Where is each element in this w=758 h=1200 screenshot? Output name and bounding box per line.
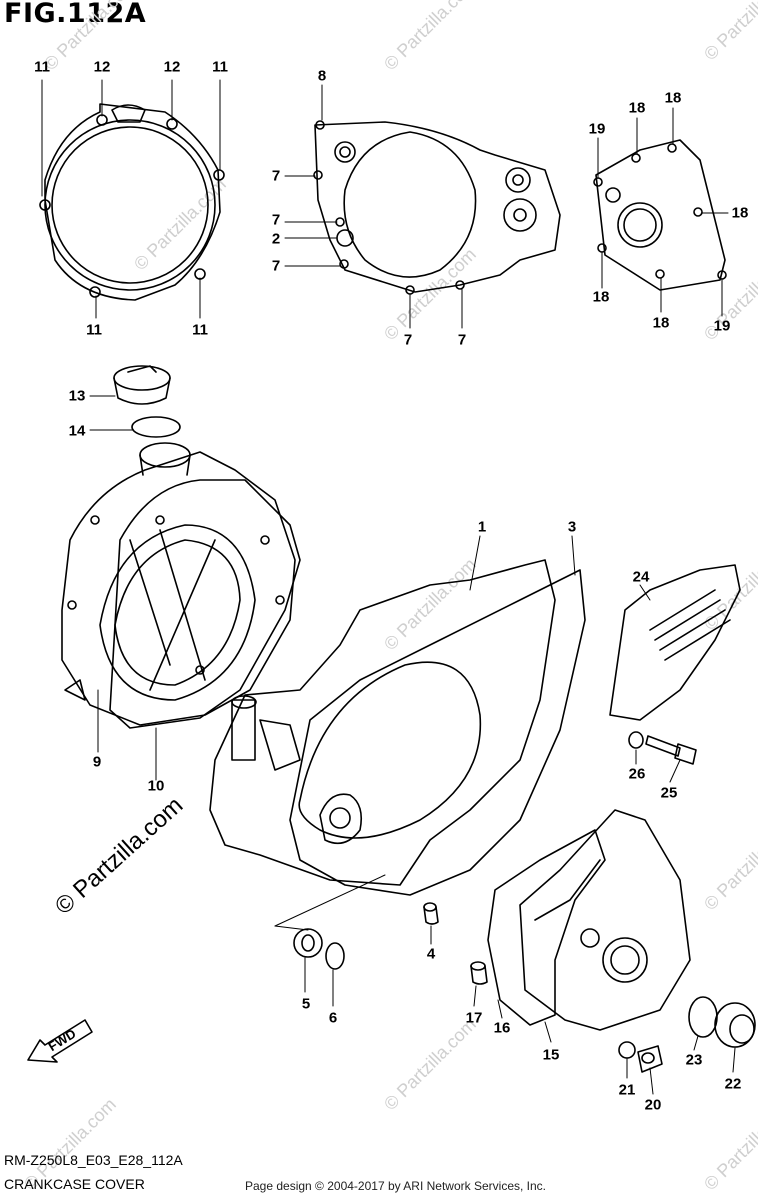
callout-18: 18 <box>731 204 749 222</box>
callout-18: 18 <box>628 99 646 117</box>
callout-11: 11 <box>34 58 50 76</box>
drain-bolt <box>637 1045 663 1073</box>
callout-2: 2 <box>271 230 281 248</box>
callout-12: 12 <box>163 58 181 76</box>
callout-13: 13 <box>68 387 86 405</box>
washer <box>628 731 644 749</box>
callout-20: 20 <box>644 1096 662 1114</box>
callout-5: 5 <box>301 995 311 1013</box>
callout-19: 19 <box>588 120 606 138</box>
callout-24: 24 <box>632 568 650 586</box>
plug <box>714 1002 756 1048</box>
plug-o-ring <box>688 996 718 1038</box>
callout-7: 7 <box>271 211 281 229</box>
callout-4: 4 <box>426 945 436 963</box>
oil-filler-cap <box>113 365 171 405</box>
callout-26: 26 <box>628 765 646 783</box>
oil-seal <box>293 928 323 958</box>
callout-7: 7 <box>457 331 467 349</box>
callout-17: 17 <box>465 1009 483 1027</box>
section-name: CRANKCASE COVER <box>4 1176 145 1192</box>
copyright-footer: Page design © 2004-2017 by ARI Network S… <box>245 1179 547 1193</box>
leader-lines <box>41 79 736 1095</box>
callout-7: 7 <box>271 167 281 185</box>
callout-12: 12 <box>93 58 111 76</box>
callout-25: 25 <box>660 784 678 802</box>
callout-22: 22 <box>724 1075 742 1093</box>
callout-6: 6 <box>328 1009 338 1027</box>
callout-21: 21 <box>618 1081 636 1099</box>
water-pump-cover-gasket <box>593 139 727 291</box>
callout-18: 18 <box>664 89 682 107</box>
callout-11: 11 <box>192 321 208 339</box>
forward-arrow <box>27 1019 93 1063</box>
callout-1: 1 <box>477 518 487 536</box>
callout-7: 7 <box>403 331 413 349</box>
dowel <box>470 961 488 985</box>
callout-11: 11 <box>86 321 102 339</box>
callout-7: 7 <box>271 257 281 275</box>
o-ring <box>131 416 181 438</box>
side-plate <box>609 564 741 721</box>
callout-3: 3 <box>567 518 577 536</box>
model-code: RM-Z250L8_E03_E28_112A <box>4 1152 183 1168</box>
inner-cover-gasket-lower <box>487 829 606 1026</box>
crankcase-gasket <box>289 569 586 896</box>
callout-10: 10 <box>147 777 165 795</box>
figure-title: FIG.112A <box>4 0 147 29</box>
circlip <box>325 942 345 970</box>
dowel-pin <box>423 902 439 925</box>
drain-gasket <box>618 1041 636 1059</box>
callout-15: 15 <box>542 1046 560 1064</box>
outer-cover-gasket <box>39 103 225 301</box>
callout-18: 18 <box>652 314 670 332</box>
crankcase <box>209 559 556 886</box>
bolt <box>645 735 697 765</box>
callout-11: 11 <box>212 58 228 76</box>
inner-cover-gasket <box>313 120 561 295</box>
callout-8: 8 <box>317 67 327 85</box>
inner-clutch-cover <box>519 809 691 1031</box>
callout-14: 14 <box>68 422 86 440</box>
callout-9: 9 <box>92 753 102 771</box>
clutch-cover-gasket <box>109 479 301 729</box>
clutch-cover <box>61 442 296 726</box>
callout-18: 18 <box>592 288 610 306</box>
callout-19: 19 <box>713 317 731 335</box>
callout-23: 23 <box>685 1051 703 1069</box>
callout-16: 16 <box>493 1019 511 1037</box>
